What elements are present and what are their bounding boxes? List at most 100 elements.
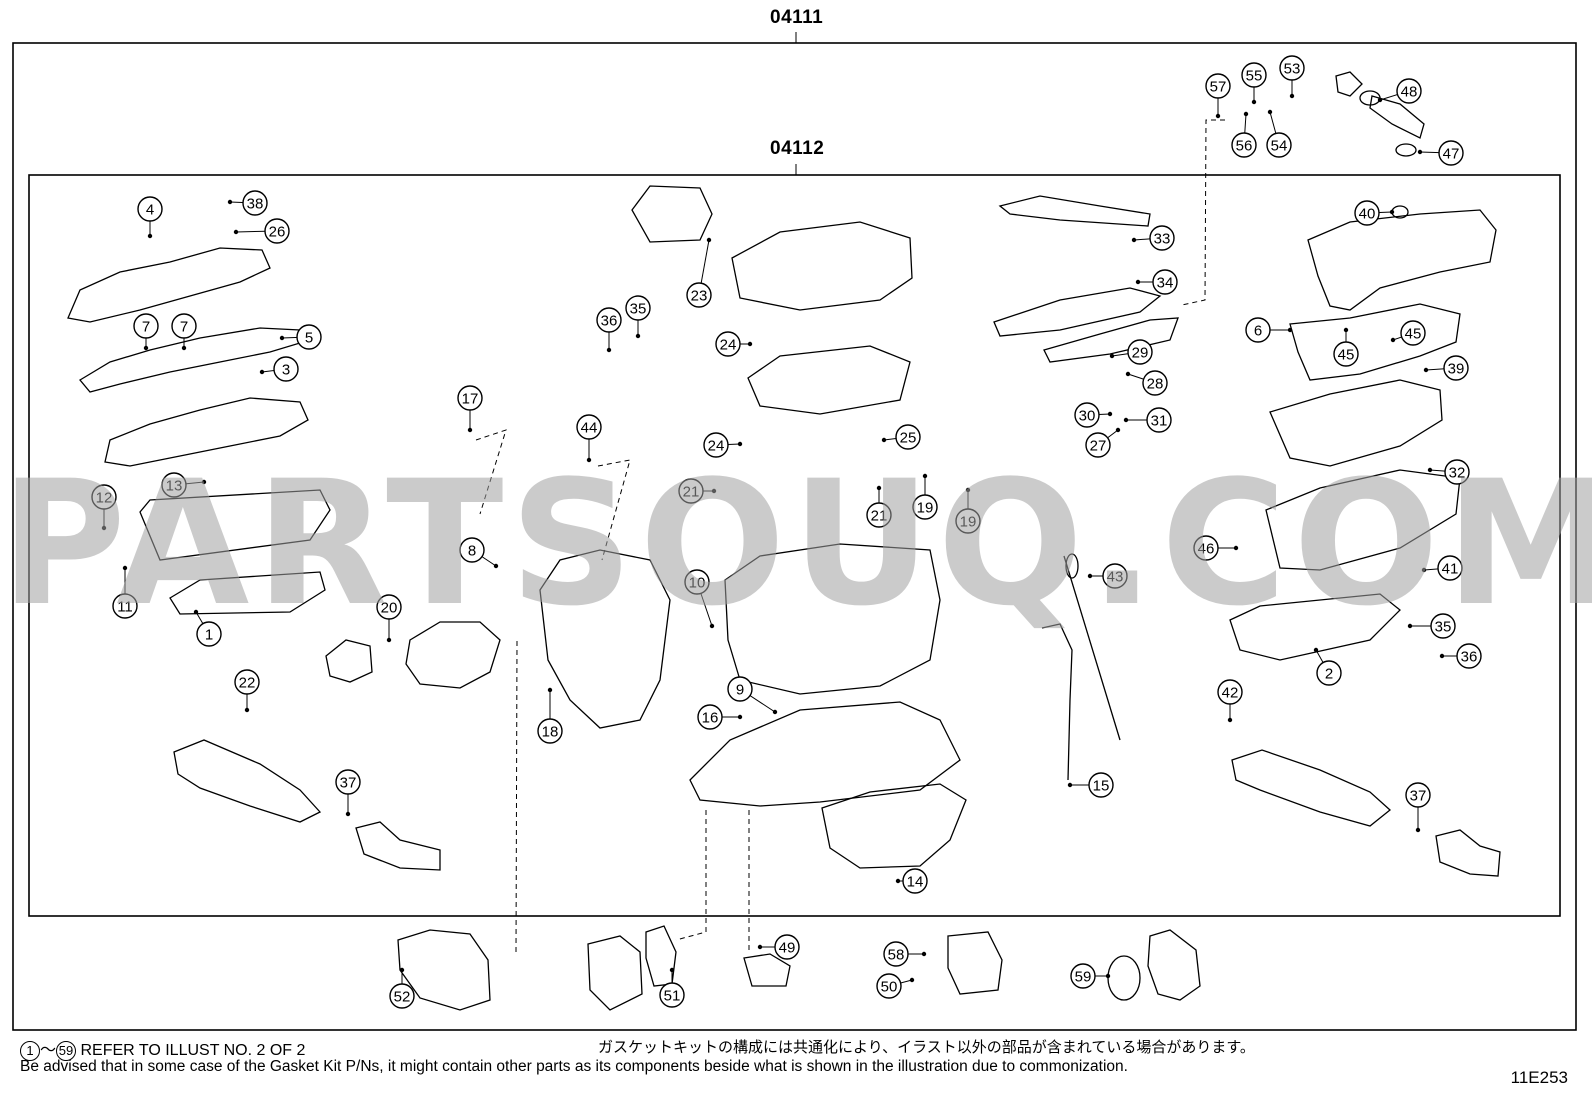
callout-circle (1152, 269, 1178, 295)
callout-leader-dot (876, 485, 882, 491)
callout-number: 6 (1254, 323, 1262, 340)
callout-33: 33 (1131, 225, 1175, 251)
callout-52: 52 (389, 967, 415, 1009)
callout-number: 26 (269, 224, 286, 241)
callout-leader-dot (1423, 367, 1429, 373)
callout-leader-dot (1439, 653, 1445, 659)
callout-circle (715, 331, 741, 357)
callout-50: 50 (876, 973, 915, 999)
callout-number: 33 (1154, 231, 1171, 248)
callout-36: 36 (596, 307, 622, 353)
callout-leader-dot (233, 229, 239, 235)
callout-42: 42 (1217, 679, 1243, 723)
callout-circle (1217, 679, 1243, 705)
callout-circle (1127, 339, 1153, 365)
callout-16: 16 (697, 704, 743, 730)
callout-leader-dot (467, 427, 473, 433)
ref-note-line: 1～59 REFER TO ILLUST NO. 2 OF 2 ガスケットキット… (20, 1036, 1255, 1061)
callout-circle (133, 313, 159, 339)
callout-7: 7 (133, 313, 159, 351)
callout-number: 7 (180, 319, 188, 336)
callout-circle (1085, 432, 1111, 458)
callout-number: 27 (1090, 438, 1107, 455)
callout-circle (774, 934, 800, 960)
callout-circle (459, 537, 485, 563)
callout-leader-dot (1407, 623, 1413, 629)
callout-circle (1333, 341, 1359, 367)
callout-circle (234, 669, 260, 695)
callout-leader-dot (1125, 371, 1131, 377)
callout-leader-dot (259, 369, 265, 375)
callout-number: 10 (689, 575, 706, 592)
kit-04111-label: 04111 (770, 7, 824, 28)
callout-11: 11 (112, 565, 138, 619)
callout-leader-dot (606, 347, 612, 353)
callout-circle (1443, 355, 1469, 381)
callout-leader-dot (1390, 337, 1396, 343)
callout-7: 7 (171, 313, 197, 351)
callout-circle (902, 868, 928, 894)
callout-circle (137, 196, 163, 222)
callout-12: 12 (91, 484, 117, 531)
callout-leader-dot (1135, 279, 1141, 285)
callout-number: 37 (340, 775, 357, 792)
callout-circle (1146, 407, 1172, 433)
callout-41: 41 (1421, 555, 1463, 581)
callout-leader-dot (706, 237, 712, 243)
callout-37: 37 (335, 769, 361, 817)
callout-leader-dot (709, 623, 715, 629)
callout-31: 31 (1123, 407, 1172, 433)
callout-3: 3 (259, 356, 299, 382)
callout-56: 56 (1231, 111, 1257, 158)
callout-number: 18 (542, 724, 559, 741)
ref-range-start: 1 (20, 1041, 40, 1061)
callout-leader-dot (1389, 209, 1395, 215)
callout-13: 13 (161, 472, 207, 498)
callout-number: 50 (881, 979, 898, 996)
callout-44: 44 (576, 414, 602, 463)
callout-number: 21 (871, 508, 888, 525)
callout-number: 47 (1443, 146, 1460, 163)
callout-number: 1 (205, 627, 213, 644)
callout-21: 21 (866, 485, 892, 528)
callout-number: 5 (305, 330, 313, 347)
callout-43: 43 (1087, 563, 1128, 589)
callout-circle (273, 356, 299, 382)
callout-leader-dot (757, 944, 763, 950)
callout-46: 46 (1193, 535, 1239, 561)
callout-number: 4 (146, 202, 154, 219)
callout-leader-dot (669, 967, 675, 973)
callout-leader-dot (399, 967, 405, 973)
callout-circle (1444, 459, 1470, 485)
callout-10: 10 (684, 569, 715, 629)
callout-8: 8 (459, 537, 499, 569)
callout-number: 19 (960, 514, 977, 531)
callout-number: 31 (1151, 413, 1168, 430)
callout-circle (1354, 200, 1380, 226)
callout-45: 45 (1390, 320, 1426, 346)
callout-leader-dot (1115, 427, 1121, 433)
callout-29: 29 (1109, 339, 1153, 365)
callout-24: 24 (715, 331, 753, 357)
callout-28: 28 (1125, 370, 1168, 396)
callout-number: 21 (683, 484, 700, 501)
callout-circle (1437, 555, 1463, 581)
callout-number: 30 (1079, 408, 1096, 425)
callout-circle (576, 414, 602, 440)
callout-38: 38 (227, 190, 268, 216)
callout-leader-dot (547, 687, 553, 693)
callout-number: 20 (381, 600, 398, 617)
callout-circle (1316, 660, 1342, 686)
callout-5: 5 (279, 324, 322, 350)
callout-leader-dot (143, 345, 149, 351)
callout-number: 25 (900, 430, 917, 447)
callout-number: 36 (1461, 649, 1478, 666)
callout-number: 28 (1147, 376, 1164, 393)
callout-number: 44 (581, 420, 598, 437)
callout-circle (457, 385, 483, 411)
callout-number: 46 (1198, 541, 1215, 558)
callout-leader-dot (1123, 417, 1129, 423)
callout-leader-dot (895, 878, 901, 884)
callout-number: 58 (888, 947, 905, 964)
callout-leader-dot (635, 333, 641, 339)
